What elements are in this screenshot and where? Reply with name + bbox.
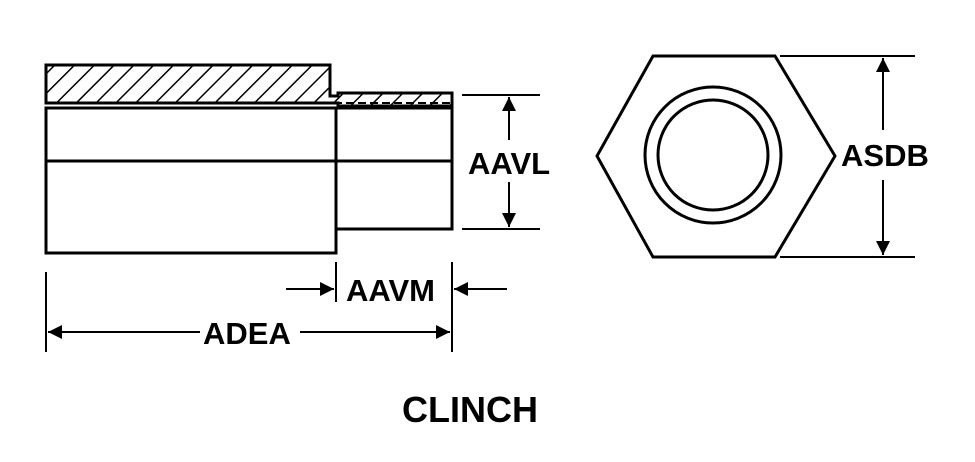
aavl-label: AAVL [468,146,550,181]
end-view: ASDB [595,54,929,259]
hex-outline [595,54,837,259]
asdb-dimension: ASDB [780,55,929,258]
aavl-dimension: AAVL [462,94,550,230]
aavm-dimension: AAVM [286,262,507,352]
adea-label: ADEA [203,316,291,351]
body-large-section [44,106,338,255]
body-shank-section [334,106,454,231]
side-view: AAVL AAVM ADEA [44,63,550,352]
inner-bore-circle [656,98,770,212]
head-hatch [44,63,454,108]
asdb-label: ASDB [841,138,929,173]
diagram-title: CLINCH [402,389,538,430]
adea-dimension: ADEA [45,272,450,352]
outer-bore-circle [643,85,783,225]
aavm-label: AAVM [346,273,435,308]
